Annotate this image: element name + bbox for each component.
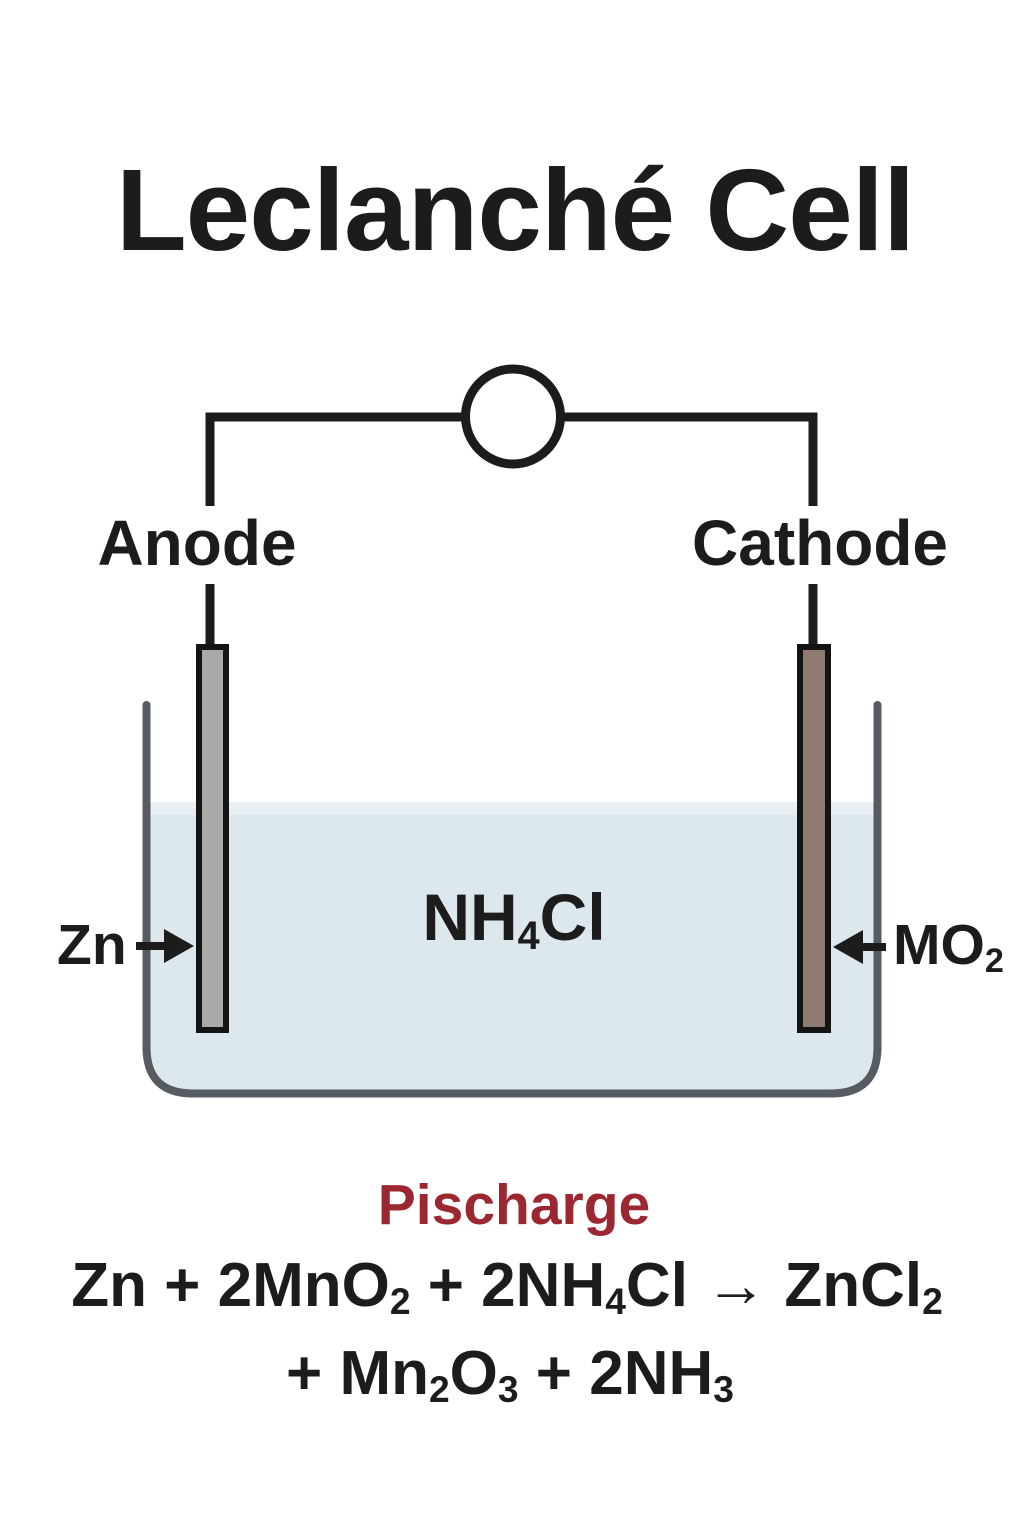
wire-left [205,412,467,506]
equation-line-2: + Mn2O3 + 2NH3 [286,1339,734,1411]
page-title: Leclanché Cell [115,145,915,275]
anode-electrode [196,644,229,1033]
mo2-arrow-icon [833,930,886,964]
beaker-wall [142,701,882,1098]
anode-label: Anode [97,507,297,579]
electrolyte-liquid [150,802,874,1090]
mo2-material-label: MO2 [893,913,1004,980]
zinc-material-label: Zn [57,913,127,977]
meter-circle-icon [461,364,565,469]
electrolyte-surface-highlight [150,802,874,815]
cathode-label: Cathode [692,507,948,579]
reaction-heading: Pischarge [377,1173,651,1237]
equation-line-1: Zn + 2MnO2 + 2NH4Cl → ZnCl2 [71,1251,943,1323]
cathode-electrode [797,644,831,1033]
zn-arrow-icon [136,929,194,963]
wire-right [560,412,818,506]
electrolyte-label: NH4Cl [422,880,606,958]
